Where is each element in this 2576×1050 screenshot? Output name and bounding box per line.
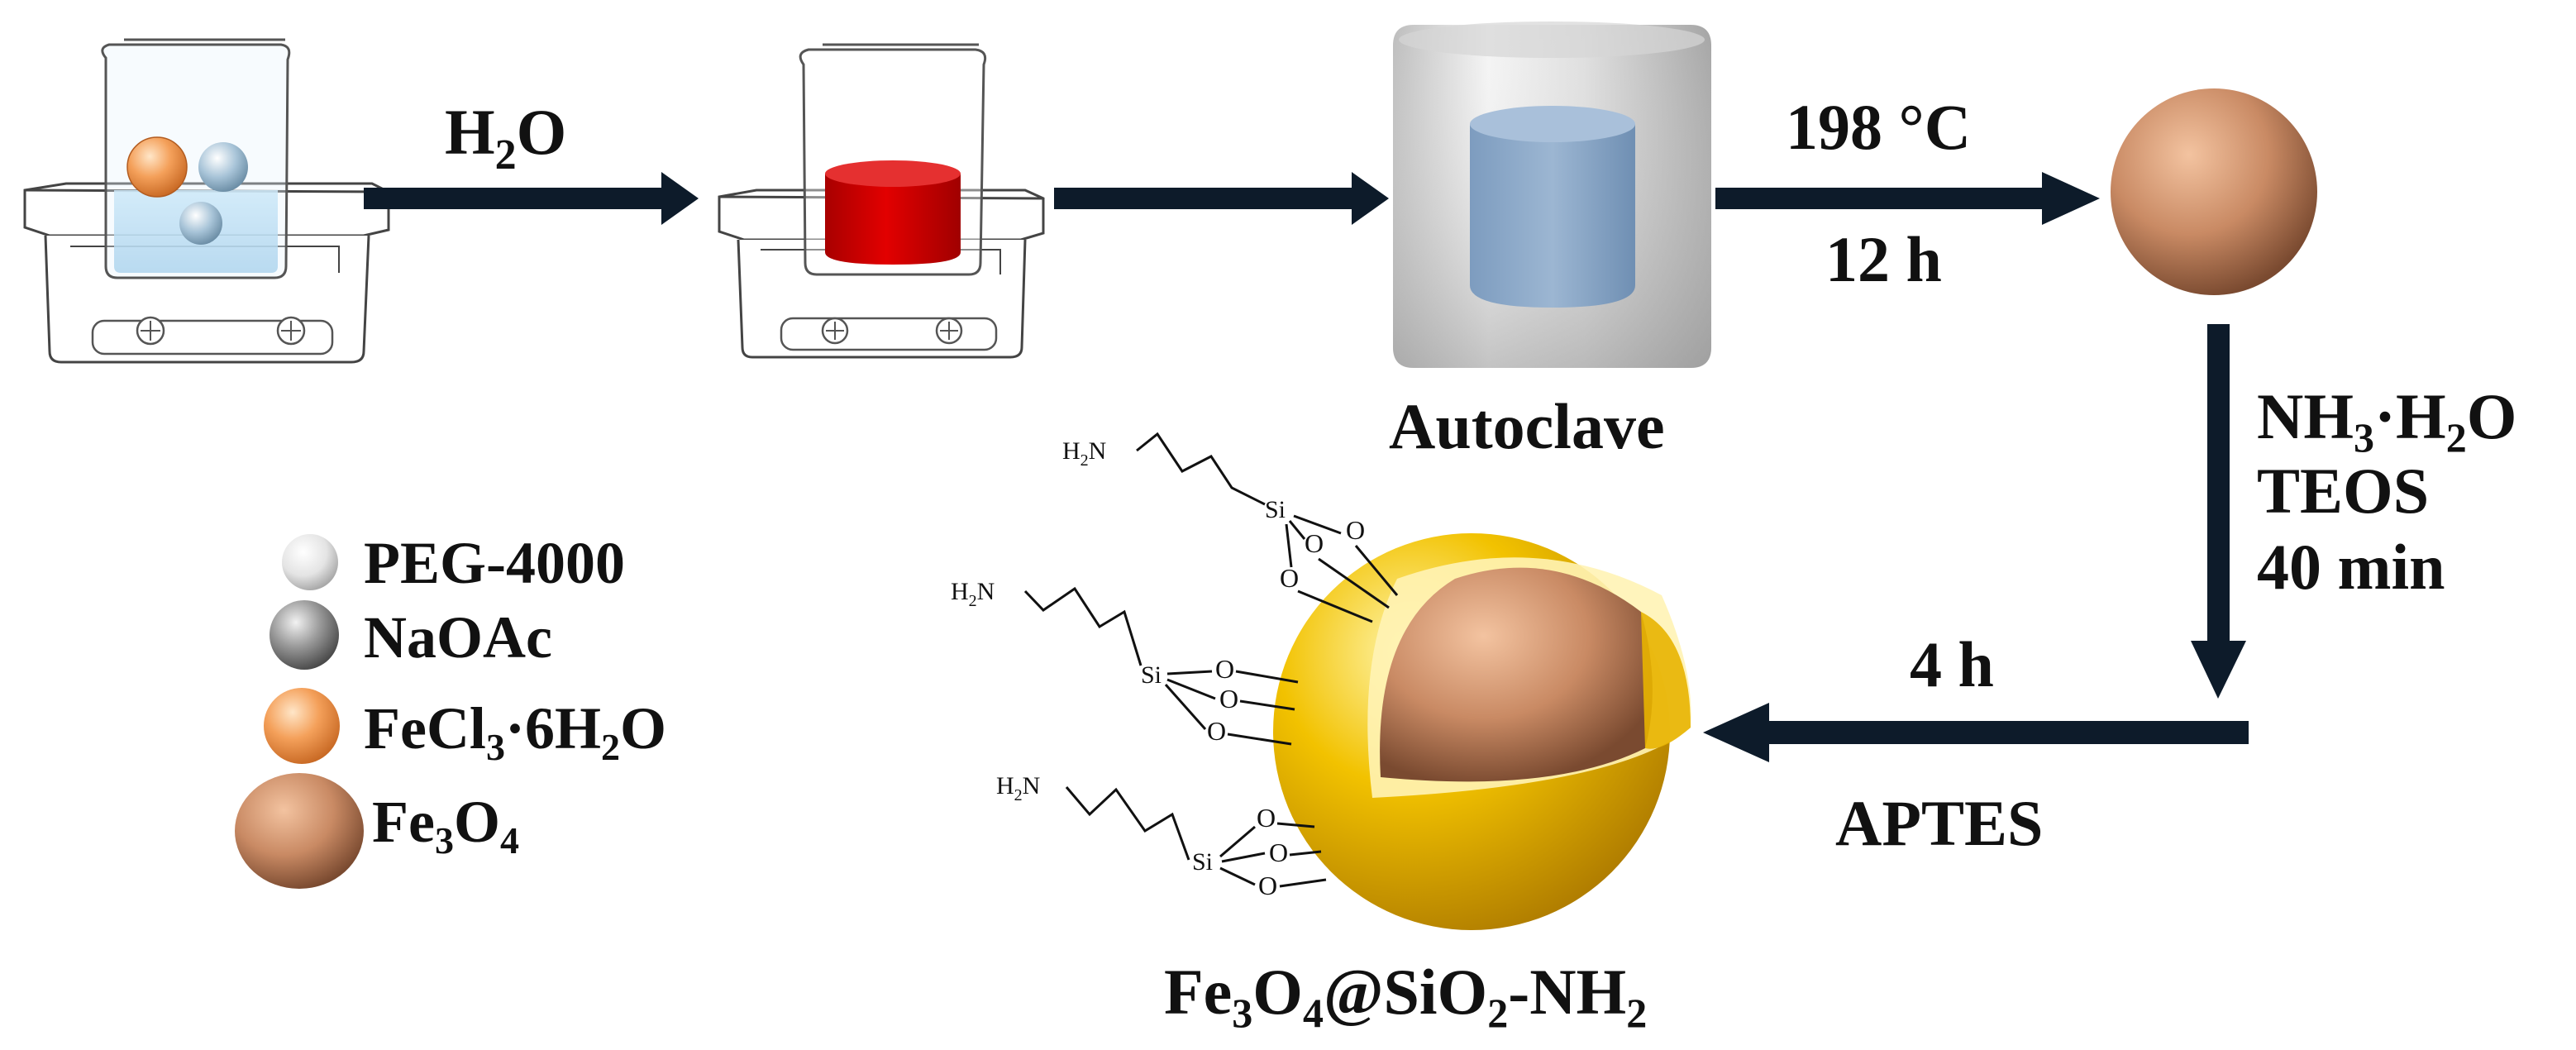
naoac-particle (179, 202, 222, 245)
red-solution (825, 174, 961, 265)
fecl3-legend-icon (264, 688, 340, 764)
fecl3-particle (126, 136, 188, 198)
time-40min-label: 40 min (2257, 531, 2445, 603)
svg-text:Si: Si (1265, 496, 1286, 523)
svg-text:Si: Si (1192, 848, 1213, 876)
reagent-aptes-label: APTES (1835, 787, 2043, 859)
legend-naoac-label: NaOAc (364, 604, 552, 671)
legend: PEG-4000 NaOAc FeCl3·6H2O Fe3O4 (235, 530, 666, 889)
svg-text:O: O (1219, 684, 1238, 714)
naoac-legend-icon (270, 600, 339, 670)
time-12h-label: 12 h (1825, 223, 1942, 295)
arrow-3 (1715, 172, 2100, 225)
svg-text:O: O (1305, 528, 1324, 558)
amine-chain-3: H2N Si O O O (996, 772, 1327, 900)
legend-peg-label: PEG-4000 (364, 530, 625, 596)
legend-fecl3-label: FeCl3·6H2O (364, 695, 666, 768)
svg-text:Si: Si (1141, 661, 1162, 689)
svg-text:O: O (1346, 515, 1365, 545)
arrow-1 (364, 172, 699, 225)
peg-particle (198, 142, 248, 192)
autoclave (1393, 21, 1711, 368)
core-shell-particle (1273, 533, 1691, 930)
time-4h-label: 4 h (1910, 628, 1994, 700)
svg-text:O: O (1280, 563, 1299, 593)
autoclave-label: Autoclave (1389, 390, 1665, 462)
svg-text:O: O (1207, 716, 1226, 746)
fe3o4-sphere (2111, 88, 2317, 295)
water-label: H2O (445, 96, 566, 179)
reagent-teos-label: TEOS (2257, 455, 2429, 527)
product-label: Fe3O4@SiO2-NH2 (1164, 956, 1647, 1036)
peg-legend-icon (282, 534, 338, 590)
legend-fe3o4-label: Fe3O4 (372, 789, 519, 861)
arrow-4 (2191, 324, 2246, 699)
fe3o4-legend-icon (235, 773, 364, 889)
beaker-1 (101, 38, 291, 279)
svg-text:H2N: H2N (951, 578, 995, 610)
svg-text:O: O (1215, 654, 1234, 684)
autoclave-liner (1470, 124, 1635, 308)
svg-text:H2N: H2N (996, 772, 1040, 804)
amine-chain-2: H2N Si O O O (951, 578, 1299, 746)
arrow-5 (1703, 703, 2249, 762)
svg-text:H2N: H2N (1062, 437, 1106, 470)
svg-text:O: O (1257, 803, 1276, 833)
beaker-2 (799, 43, 987, 276)
svg-text:O: O (1269, 838, 1288, 867)
arrow-2 (1054, 172, 1389, 225)
reagent-nh3-label: NH3·H2O (2257, 380, 2516, 461)
temperature-label: 198 °C (1786, 91, 1971, 163)
svg-text:O: O (1258, 871, 1277, 900)
fe3o4-core (1380, 567, 1653, 782)
amine-chain-1: H2N Si O O O (1062, 432, 1399, 623)
